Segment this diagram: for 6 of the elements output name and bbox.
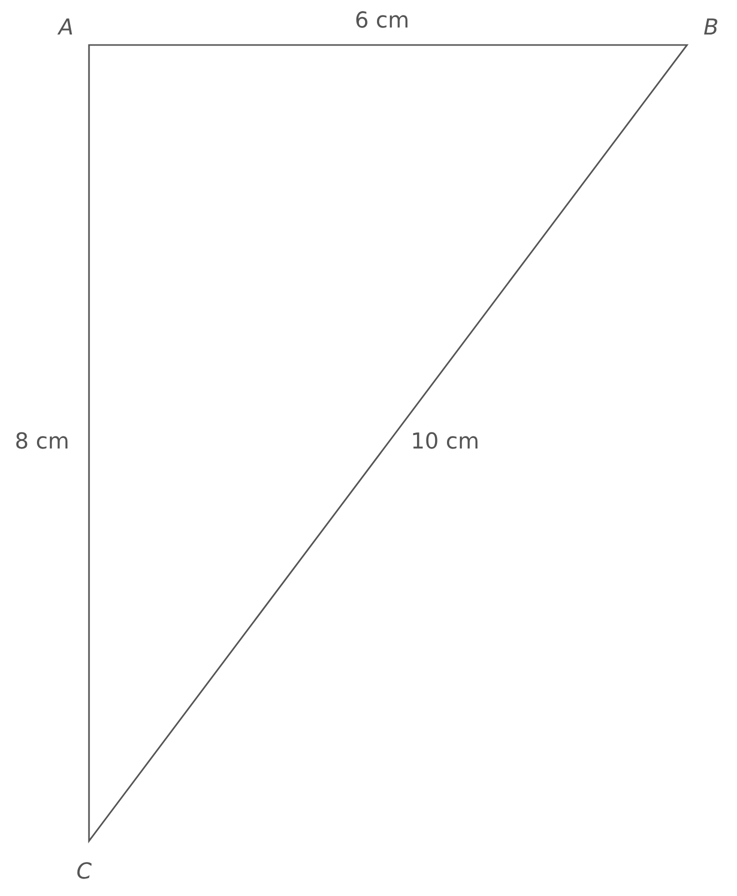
vertex-label: B [703, 16, 719, 40]
dimension-label: 8 cm [14, 430, 70, 454]
vertex-label: C [76, 860, 92, 884]
vertex-label: A [58, 16, 74, 40]
dimension-label: 6 cm [354, 8, 410, 34]
dimension-label: 10 cm [410, 430, 480, 454]
